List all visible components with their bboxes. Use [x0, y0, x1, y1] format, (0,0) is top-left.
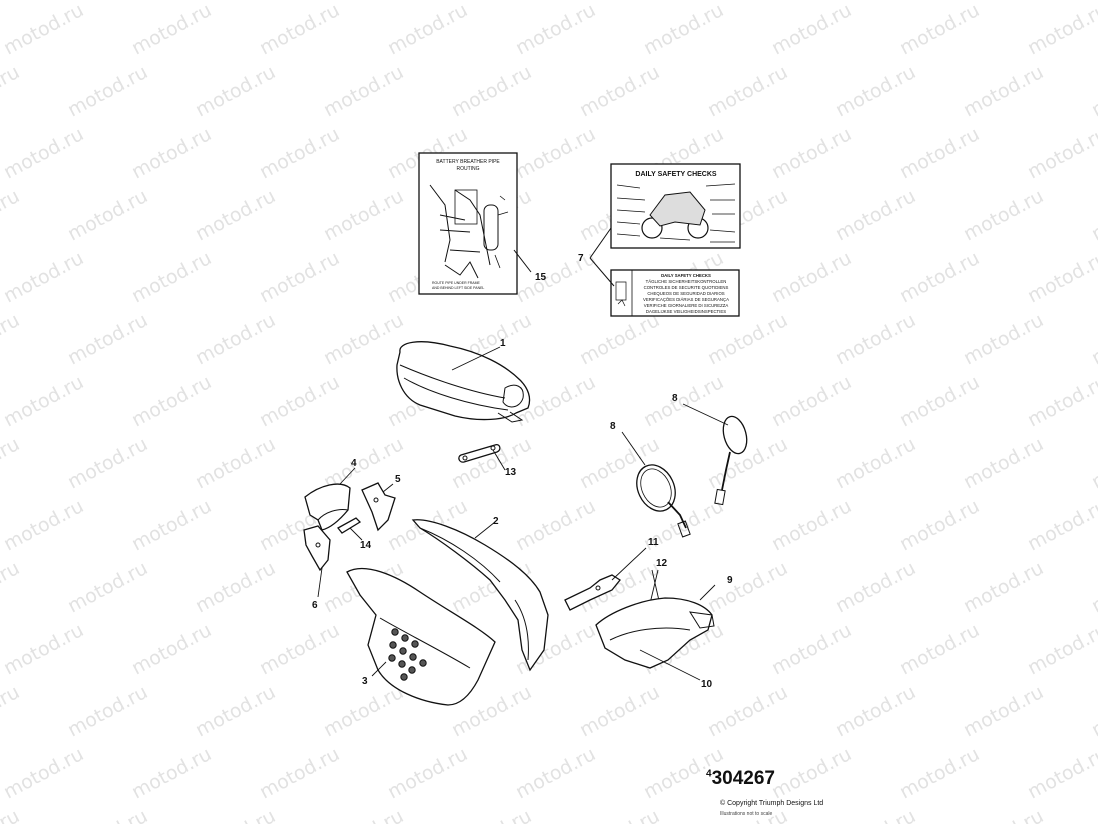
- side-panel-part-3: [346, 567, 496, 706]
- vent-holes: [388, 628, 427, 681]
- drawing-number-prefix: 4: [706, 768, 712, 780]
- callout-2: 2: [493, 516, 499, 527]
- mirror-left-part: [621, 431, 691, 538]
- mirror-right-part: [682, 403, 748, 506]
- copyright-subtext: Illustrations not to scale: [720, 811, 773, 817]
- callout-13: 13: [505, 467, 517, 478]
- callout-7: 7: [578, 253, 584, 264]
- callout-5: 5: [395, 474, 401, 485]
- callout-6: 6: [312, 600, 318, 611]
- safety-small-line-2: TÄGLICHE SICHERHEITSKONTROLLEN: [646, 279, 727, 284]
- bracket-part-13: [458, 444, 506, 471]
- battery-label-title-2: ROUTING: [456, 166, 479, 172]
- callout-8-right: 8: [672, 393, 678, 404]
- battery-label-footer-2: AND BEHIND LEFT SIDE PANEL: [432, 286, 484, 290]
- bracket-part-11: [564, 547, 647, 611]
- callout-3: 3: [362, 676, 368, 687]
- bracket-part-6: [303, 525, 331, 598]
- callout-8-left: 8: [610, 421, 616, 432]
- safety-small-line-1: DAILY SAFETY CHECKS: [661, 273, 711, 278]
- drawing-number: 4304267: [706, 768, 775, 790]
- safety-small-line-4: CHEQUEOS DE SEGURIDAD DIARIOS: [647, 291, 724, 296]
- callout-14: 14: [360, 540, 372, 551]
- callout-15: 15: [535, 272, 547, 283]
- tail-cowl-part-4: [304, 467, 356, 531]
- callout-9: 9: [727, 575, 733, 586]
- battery-breather-label: BATTERY BREATHER PIPE ROUTING ROUTE PIPE…: [418, 152, 532, 295]
- side-rail-part-2: [411, 519, 549, 672]
- safety-small-line-3: CONTROLES DE SECURITE QUOTIDIENS: [644, 285, 729, 290]
- mudguard-part-10: [595, 584, 716, 681]
- safety-checks-label-small: DAILY SAFETY CHECKS TÄGLICHE SICHERHEITS…: [610, 269, 740, 317]
- callout-4: 4: [351, 458, 357, 469]
- callout-1: 1: [500, 338, 506, 349]
- copyright-text: © Copyright Triumph Designs Ltd: [720, 800, 824, 807]
- seat-part: [396, 341, 531, 423]
- safety-checks-label-large: DAILY SAFETY CHECKS: [610, 163, 741, 249]
- battery-label-title-1: BATTERY BREATHER PIPE: [436, 159, 500, 165]
- bracket-part-5: [361, 482, 396, 532]
- callout-12: 12: [656, 558, 668, 569]
- safety-small-line-6: VERIFICHE GIORNALIERE DI SICUREZZA: [644, 303, 729, 308]
- safety-small-line-5: VERIFICAÇÕES DIÁRIAS DE SEGURANÇA: [643, 297, 729, 302]
- callout-10: 10: [701, 679, 713, 690]
- safety-small-line-7: DAGELIJKSE VEILIGHEIDSINSPECTIES: [646, 309, 726, 314]
- battery-label-footer-1: ROUTE PIPE UNDER FRAME: [432, 281, 481, 285]
- safety-large-title: DAILY SAFETY CHECKS: [635, 171, 716, 178]
- strip-part-14: [337, 517, 363, 541]
- drawing-number-value: 304267: [711, 768, 775, 789]
- callout-11: 11: [648, 537, 659, 548]
